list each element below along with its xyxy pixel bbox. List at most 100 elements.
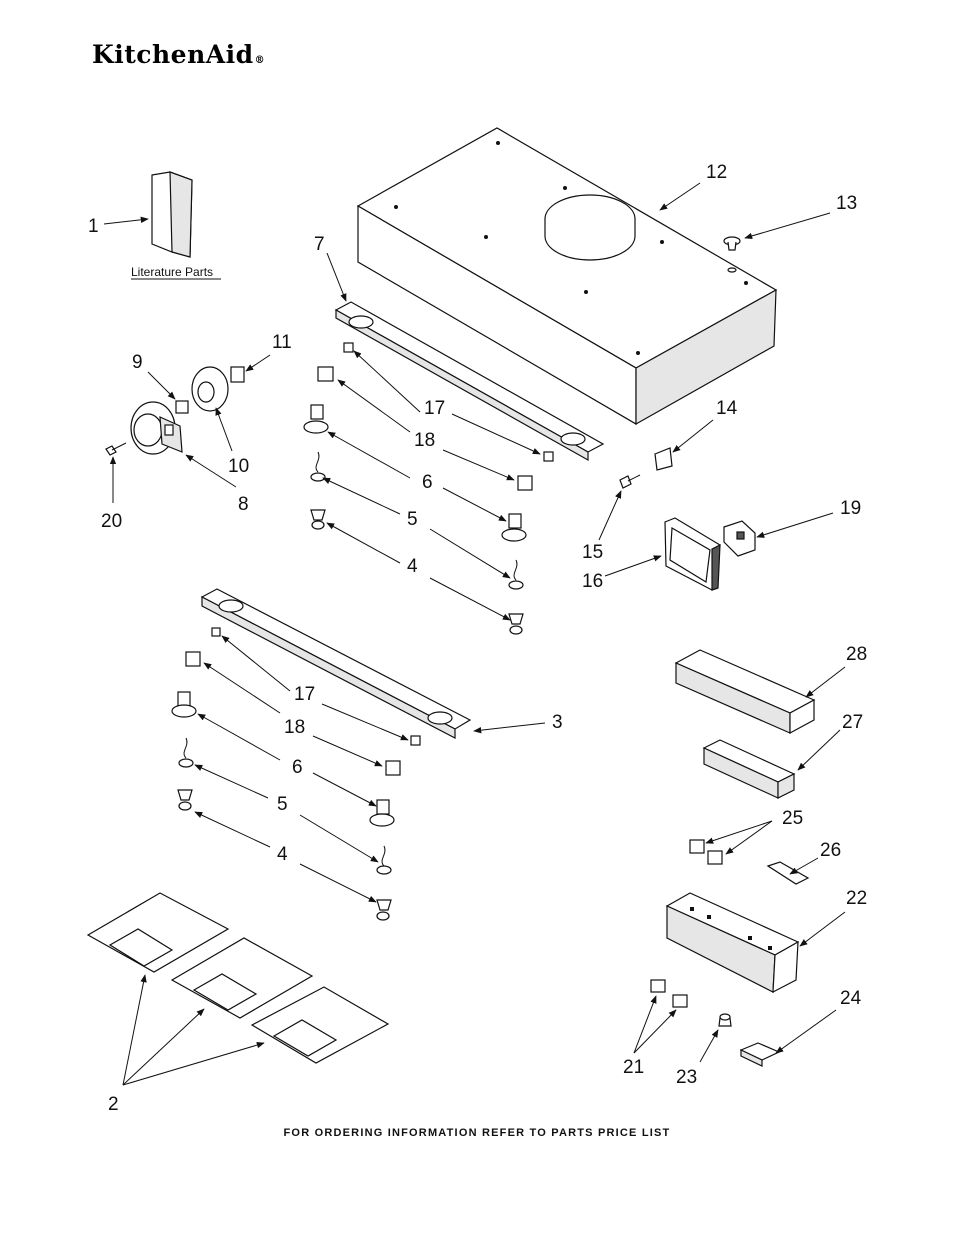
callout-5b: 5 xyxy=(277,794,288,815)
leader-4a-1 xyxy=(326,522,401,564)
leader-25a xyxy=(705,820,773,844)
leader-1 xyxy=(103,216,149,225)
leader-17b-1 xyxy=(221,635,291,692)
leader-28 xyxy=(805,666,846,698)
callout-11: 11 xyxy=(272,332,292,353)
callout-22: 22 xyxy=(846,888,867,909)
callout-20: 20 xyxy=(101,511,122,532)
part-22-control-housing xyxy=(665,892,800,994)
leader-18b-2 xyxy=(312,735,383,767)
callout-4a: 4 xyxy=(407,556,418,577)
switch-parts xyxy=(650,979,781,1067)
callout-14: 14 xyxy=(716,398,738,419)
leader-4b-1 xyxy=(194,811,271,848)
leader-2c xyxy=(122,1041,265,1086)
part-27-lens xyxy=(702,739,796,799)
leader-24 xyxy=(775,1009,837,1054)
callout-3: 3 xyxy=(552,712,563,733)
leader-5b-1 xyxy=(194,764,269,799)
callout-25: 25 xyxy=(782,808,803,829)
leader-27 xyxy=(797,729,841,771)
callout-15: 15 xyxy=(582,542,603,563)
leader-2b xyxy=(122,1008,205,1086)
callout-26: 26 xyxy=(820,840,841,861)
callout-19: 19 xyxy=(840,498,861,519)
callout-2: 2 xyxy=(108,1094,119,1115)
callout-6a: 6 xyxy=(422,472,433,493)
part-19-clip xyxy=(723,520,756,557)
leader-4b-2 xyxy=(299,863,377,903)
leader-23 xyxy=(699,1029,719,1063)
callout-24: 24 xyxy=(840,988,862,1009)
leader-6b-1 xyxy=(197,713,281,761)
part-14-bracket xyxy=(654,447,673,471)
part-7-channel xyxy=(334,301,605,462)
callout-17a: 17 xyxy=(424,398,445,419)
leader-11 xyxy=(245,354,271,372)
literature-parts-label: Literature Parts xyxy=(131,265,213,279)
callout-5a: 5 xyxy=(407,509,418,530)
callout-23: 23 xyxy=(676,1067,697,1088)
brand-reg-mark: ® xyxy=(254,55,266,66)
callout-28: 28 xyxy=(846,644,867,665)
part-28-light-housing xyxy=(674,649,816,735)
leader-5a-1 xyxy=(322,477,401,515)
part-13-plug xyxy=(723,236,741,273)
leader-6a-1 xyxy=(327,431,411,479)
leader-22 xyxy=(799,911,846,947)
lower-hardware-set xyxy=(171,627,421,921)
part-3-channel xyxy=(200,588,472,739)
leader-9 xyxy=(147,371,176,400)
brand-logo: KitchenAid® xyxy=(92,40,265,69)
leader-7 xyxy=(326,252,347,302)
blower-assembly xyxy=(105,366,245,456)
callout-27: 27 xyxy=(842,712,863,733)
leader-17a-1 xyxy=(353,350,421,413)
leader-14 xyxy=(672,419,714,453)
part-2-mesh-filters xyxy=(86,892,390,1064)
leader-2a xyxy=(122,974,147,1086)
leader-18a-2 xyxy=(442,449,515,481)
callout-4b: 4 xyxy=(277,844,288,865)
leader-18b-1 xyxy=(203,662,281,714)
callout-12: 12 xyxy=(706,162,727,183)
leader-5a-2 xyxy=(429,528,511,579)
callout-18b: 18 xyxy=(284,717,305,738)
part-16-filter-block xyxy=(664,517,721,591)
ordering-info-footer: FOR ORDERING INFORMATION REFER TO PARTS … xyxy=(283,1127,671,1139)
callout-7: 7 xyxy=(314,234,325,255)
leader-26 xyxy=(789,857,819,875)
leader-21a xyxy=(633,995,657,1054)
leader-19 xyxy=(756,512,834,538)
leader-6b-2 xyxy=(312,772,377,807)
leader-25b xyxy=(725,820,773,855)
leader-5b-2 xyxy=(299,814,379,863)
leader-6a-2 xyxy=(442,487,507,522)
leader-4a-2 xyxy=(429,577,511,621)
leader-16 xyxy=(604,555,662,577)
callout-1: 1 xyxy=(88,216,99,237)
callout-6b: 6 xyxy=(292,757,303,778)
leader-12 xyxy=(659,182,701,211)
callout-9: 9 xyxy=(132,352,143,373)
part-1-literature xyxy=(151,171,193,258)
leader-18a-1 xyxy=(337,379,411,433)
callout-21: 21 xyxy=(623,1057,644,1078)
part-25-sockets xyxy=(689,839,723,865)
part-26-clip xyxy=(766,861,810,885)
callout-18a: 18 xyxy=(414,430,435,451)
part-15-screw xyxy=(619,474,641,489)
upper-hardware-set xyxy=(303,342,554,635)
leader-15 xyxy=(598,490,622,541)
callout-17b: 17 xyxy=(294,684,315,705)
leader-8 xyxy=(185,454,237,488)
leader-10 xyxy=(215,407,233,452)
callout-8: 8 xyxy=(238,494,249,515)
leader-17b-2 xyxy=(321,703,409,741)
leader-17a-2 xyxy=(451,413,541,455)
part-12-hood-body xyxy=(356,127,778,426)
leader-3 xyxy=(473,722,546,734)
callout-10: 10 xyxy=(228,456,249,477)
brand-name: KitchenAid xyxy=(92,40,254,69)
